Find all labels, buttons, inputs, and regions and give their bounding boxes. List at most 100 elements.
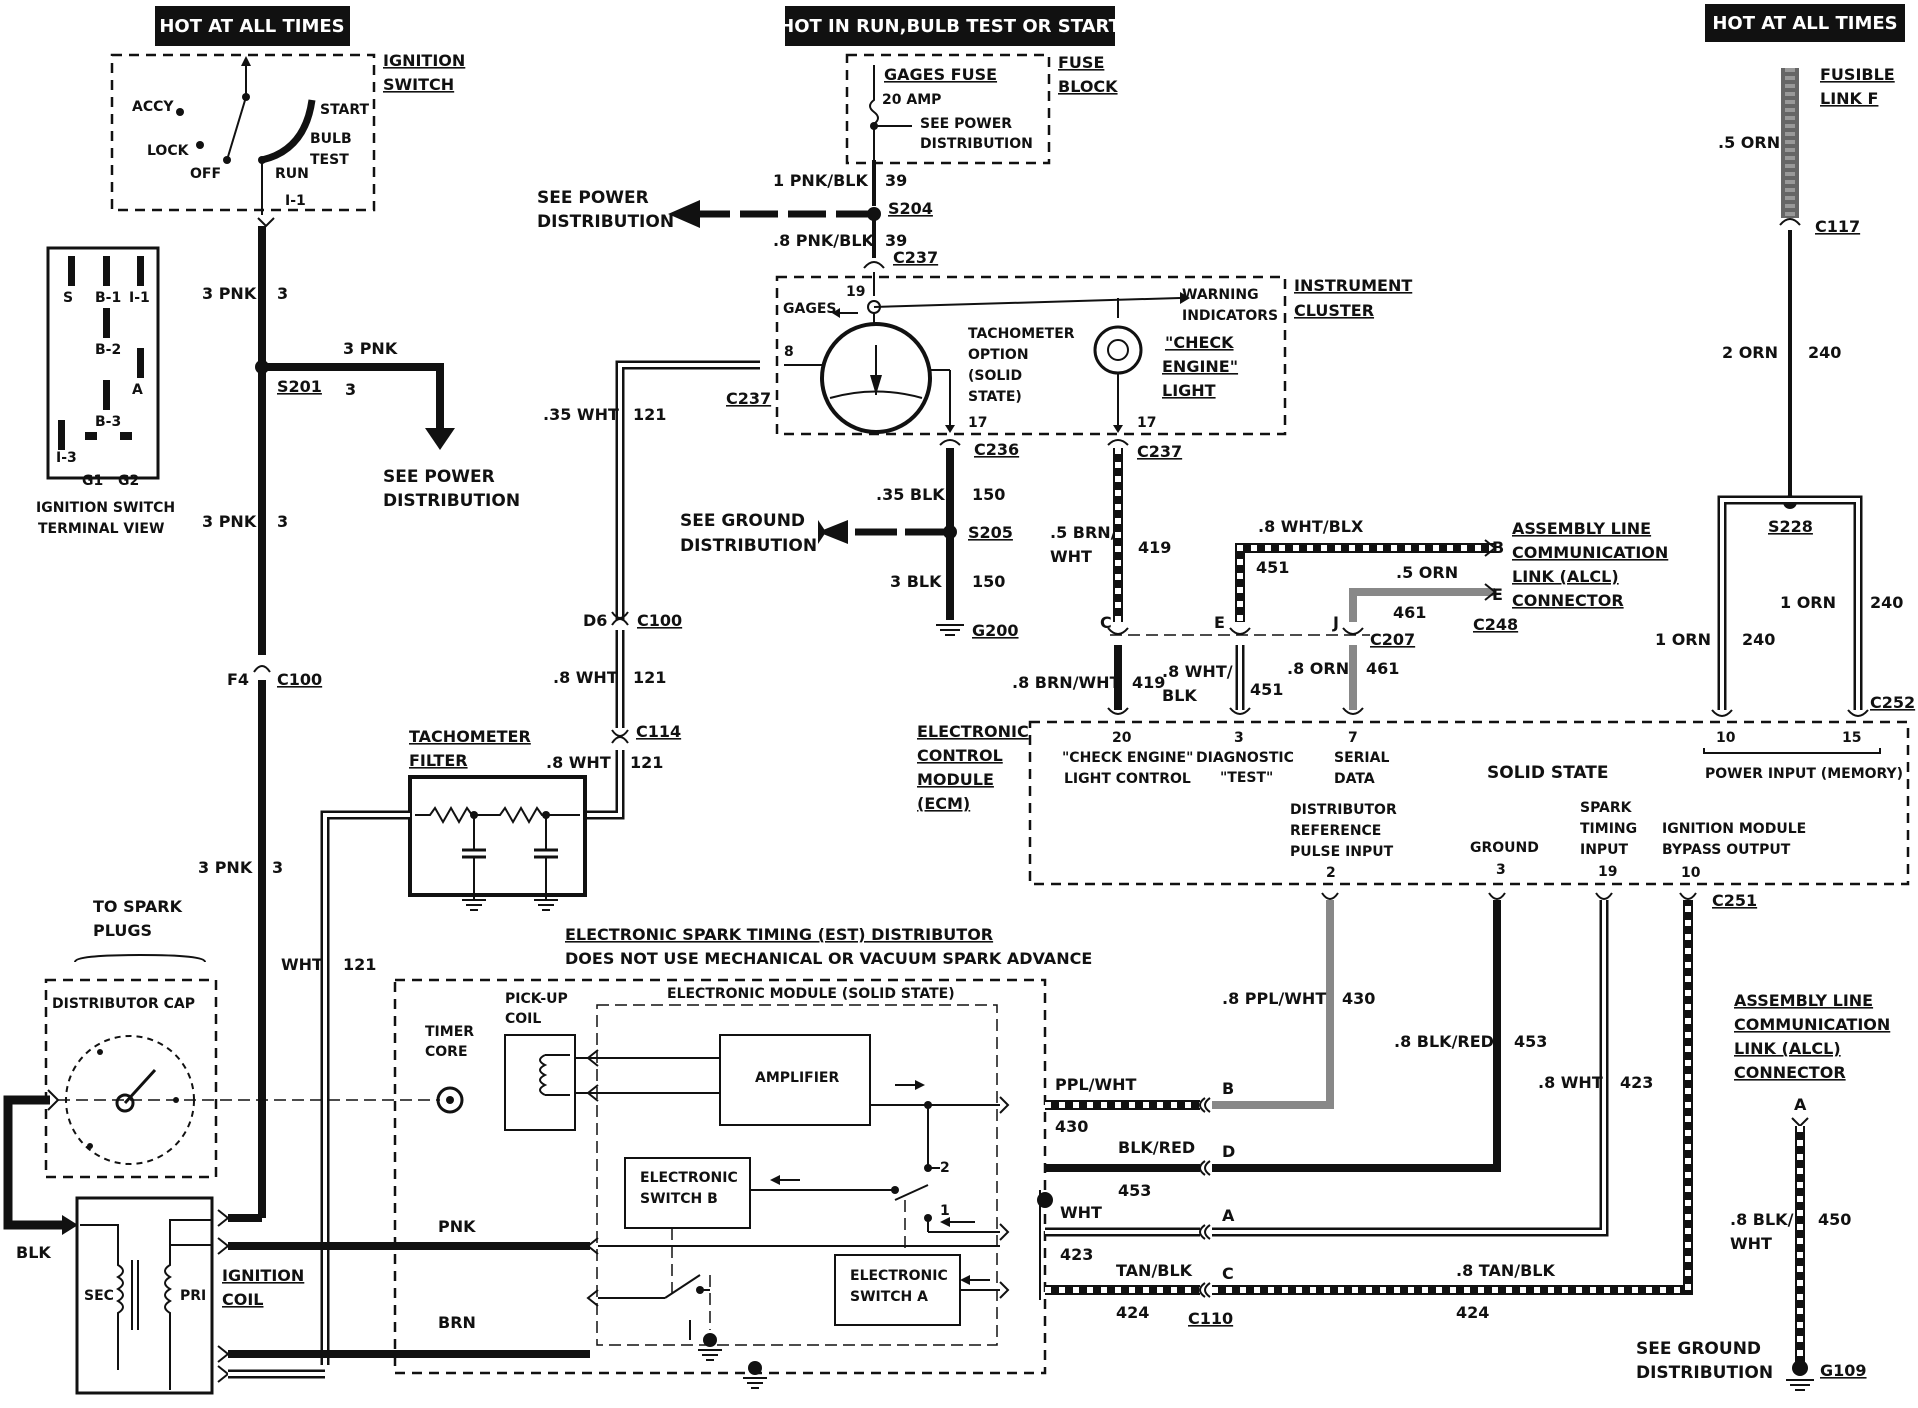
tanblk-label: TAN/BLK [1116, 1261, 1193, 1280]
c237b-label: C237 [726, 389, 771, 408]
term-b2: B-2 [95, 342, 121, 358]
pin-d-dist: D [1222, 1142, 1235, 1161]
coil-title1: IGNITION [222, 1266, 304, 1285]
timer-label1: TIMER [425, 1024, 474, 1040]
ecm-pin3-label2: "TEST" [1220, 770, 1273, 786]
whtblk8b-label: .8 WHT/ [1162, 662, 1233, 681]
c100-left: C100 [277, 670, 322, 689]
num423-label: 423 [1060, 1245, 1093, 1264]
c207-label: C207 [1370, 630, 1415, 649]
alcl-top3: LINK (ALCL) [1512, 567, 1619, 586]
alcl-bottom-pin: A [1794, 1095, 1807, 1114]
pin19-label: 19 [846, 284, 865, 300]
num461b-label: 461 [1366, 659, 1399, 678]
num240b-label: 240 [1870, 593, 1903, 612]
pin-c-label: C [1100, 613, 1112, 632]
num451-label: 451 [1256, 558, 1289, 577]
to-spark2: PLUGS [93, 921, 152, 940]
branch-num: 3 [345, 380, 356, 399]
num39b: 39 [885, 231, 907, 250]
c237-ecm-label: C237 [1137, 442, 1182, 461]
pplwht-label: PPL/WHT [1055, 1075, 1137, 1094]
tach-label1: TACHOMETER [968, 326, 1075, 342]
c237a-label: C237 [893, 248, 938, 267]
fuse-block-title1: FUSE [1058, 53, 1104, 72]
blk-label: BLK [1162, 686, 1197, 705]
est-title2: DOES NOT USE MECHANICAL OR VACUUM SPARK … [565, 949, 1092, 968]
spark-pin: 19 [1598, 864, 1617, 880]
coil-sec: SEC [84, 1288, 114, 1304]
solid-state-label: SOLID STATE [1487, 763, 1608, 783]
center-pnkblk-wire: 1 PNK/BLK 39 SEE POWER DISTRIBUTION S204… [537, 160, 938, 296]
right-power: FUSIBLE LINK F .5 ORN C117 2 ORN 240 S22… [1655, 65, 1915, 717]
c252-label: C252 [1870, 693, 1915, 712]
dist-brn-label: BRN [438, 1313, 476, 1332]
blk3-label: 3 BLK [890, 572, 942, 591]
ignition-switch-title2: SWITCH [383, 75, 454, 94]
distributor-cap: TO SPARK PLUGS DISTRIBUTOR CAP BLK [3, 897, 440, 1262]
ecm-pin20-label1: "CHECK ENGINE" [1062, 750, 1193, 766]
c236-label: C236 [974, 440, 1019, 459]
w1-num: 3 [277, 284, 288, 303]
num121b: 121 [633, 668, 666, 687]
gages-label: GAGES [783, 301, 836, 317]
wht-left-label: WHT [281, 955, 323, 974]
ecm-input-wires: C237 .5 BRN/ WHT 419 .8 WHT/BLX 451 .5 O… [1012, 439, 1668, 715]
alcl-bottom3: LINK (ALCL) [1734, 1039, 1841, 1058]
pnkblk8: .8 PNK/BLK [773, 231, 875, 250]
spark-label1: SPARK [1580, 800, 1633, 816]
terminal-view: S B-1 I-1 B-2 A B-3 I-3 G1 G2 IGNITION S… [36, 246, 175, 537]
est-distributor: ELECTRONIC SPARK TIMING (EST) DISTRIBUTO… [393, 925, 1092, 1389]
dist-cap-title: DISTRIBUTOR CAP [52, 996, 195, 1012]
pin8-label: 8 [784, 344, 794, 360]
sw1-label: 1 [940, 1203, 950, 1219]
accy-label: ACCY [132, 99, 174, 115]
num430-label: 430 [1055, 1117, 1088, 1136]
wht-label: WHT [1050, 547, 1092, 566]
s201-label: S201 [277, 377, 322, 396]
brnwht8-label: .8 BRN/WHT [1012, 673, 1121, 692]
switch-b-label2: SWITCH B [640, 1191, 718, 1207]
fuse-block-title2: BLOCK [1058, 77, 1118, 96]
term-s: S [63, 290, 73, 306]
pin-c-dist: C [1222, 1264, 1234, 1283]
gages-fuse-label: GAGES FUSE [884, 65, 997, 84]
fuse-block: FUSE BLOCK GAGES FUSE 20 AMP SEE POWER D… [845, 53, 1118, 165]
est-title1: ELECTRONIC SPARK TIMING (EST) DISTRIBUTO… [565, 925, 993, 944]
tach-label3: (SOLID [968, 368, 1022, 384]
fusible-label2: LINK F [1820, 89, 1878, 108]
warning-label1: WARNING [1182, 287, 1259, 303]
num39a: 39 [885, 171, 907, 190]
orn5-label: .5 ORN [1396, 563, 1458, 582]
num121a: 121 [633, 405, 666, 424]
i1-label: I-1 [285, 193, 306, 209]
dist-pnk-label: PNK [438, 1217, 476, 1236]
orn1b-label: 1 ORN [1655, 630, 1711, 649]
term-b3: B-3 [95, 414, 121, 430]
bypass-pin: 10 [1681, 865, 1701, 881]
ground-pin: 3 [1496, 862, 1506, 878]
ecm-pin20: 20 [1112, 730, 1132, 746]
num240c-label: 240 [1742, 630, 1775, 649]
w3-color: 3 PNK [198, 858, 253, 877]
ecm-pin10: 10 [1716, 730, 1736, 746]
alcl-top4: CONNECTOR [1512, 591, 1624, 610]
header-right: HOT AT ALL TIMES [1705, 4, 1905, 42]
header-right-text: HOT AT ALL TIMES [1712, 13, 1897, 34]
ecm-pin3: 3 [1234, 730, 1244, 746]
instrument-cluster: INSTRUMENT CLUSTER GAGES 19 8 TACHOMETER… [775, 275, 1412, 436]
wht8a: .8 WHT [553, 668, 618, 687]
alcl-bottom2: COMMUNICATION [1734, 1015, 1890, 1034]
see-power-center2: DISTRIBUTION [537, 212, 674, 232]
cluster-title2: CLUSTER [1294, 301, 1374, 320]
alcl-blk8: .8 BLK/ [1730, 1210, 1794, 1229]
tach-label2: OPTION [968, 347, 1029, 363]
amplifier-label: AMPLIFIER [755, 1070, 839, 1086]
bulb-label: BULB [310, 131, 352, 147]
bypass-label1: IGNITION MODULE [1662, 821, 1806, 837]
alcl-bottom: ASSEMBLY LINE COMMUNICATION LINK (ALCL) … [1636, 991, 1890, 1391]
ecm-title2: CONTROL [917, 746, 1003, 765]
ecm-title4: (ECM) [917, 794, 970, 813]
term-b1: B-1 [95, 290, 121, 306]
ground-center: C236 .35 BLK 150 SEE GROUND DISTRIBUTION… [680, 439, 1019, 640]
